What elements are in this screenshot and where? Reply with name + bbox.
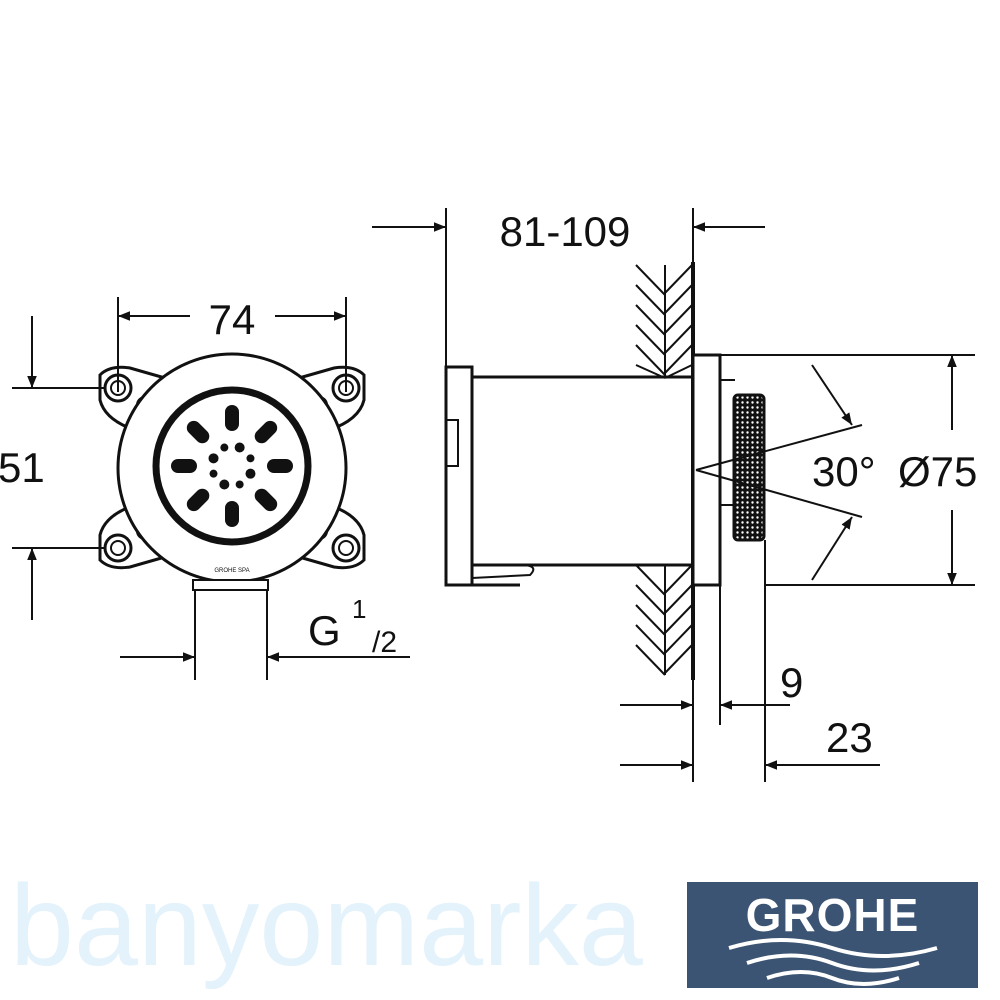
nozzle-dot [208, 453, 219, 464]
flange-dimension-label: 9 [780, 659, 803, 706]
nozzle-dot [219, 479, 230, 490]
nozzle-dot [235, 480, 244, 489]
thread-denominator: /2 [372, 626, 397, 659]
hatch-line [664, 284, 693, 314]
hatch-line [635, 584, 666, 616]
width-dimension-label: 74 [209, 296, 256, 343]
hatch-line [635, 304, 666, 336]
hatch-line [635, 324, 666, 356]
logo-waves-icon [728, 938, 938, 986]
angle-dimension-label: 30° [812, 448, 876, 495]
hatch-line [664, 324, 693, 354]
nozzle-dot [246, 454, 255, 463]
nozzle-slot [186, 488, 210, 512]
nozzle-slot [186, 420, 210, 444]
thread-prefix-label: G [308, 607, 341, 654]
plate-text: GROHE SPA [214, 568, 249, 574]
front-view [12, 297, 410, 680]
wall-hatch [635, 264, 693, 676]
thread-numerator: 1 [352, 594, 366, 624]
nozzle-slot [267, 459, 293, 473]
nozzle-slot [254, 488, 278, 512]
nozzle-dot [209, 469, 218, 478]
diameter-dimension-label: Ø75 [898, 448, 977, 495]
hatch-line [664, 304, 693, 334]
hatch-line [664, 604, 693, 634]
hatch-line [635, 624, 666, 656]
depth-dimension-label: 81-109 [500, 208, 631, 255]
hatch-line [635, 644, 666, 676]
spray-head [732, 393, 766, 542]
nozzle-slot [225, 405, 239, 431]
watermark: banyomarka [10, 862, 643, 990]
hatch-line [635, 564, 666, 596]
hatch-line [635, 284, 666, 316]
nozzle-dot [220, 443, 229, 452]
hatch-line [664, 344, 693, 374]
hatch-line [664, 644, 693, 674]
nozzle-slot [225, 501, 239, 527]
hatch-line [635, 264, 666, 296]
nozzle-slot [254, 420, 278, 444]
nozzle-dot [234, 442, 245, 453]
hatch-line [664, 264, 693, 294]
hatch-line [664, 624, 693, 654]
logo-text: GROHE [745, 889, 920, 941]
hatch-line [664, 564, 693, 594]
side-view [372, 208, 975, 782]
nozzle-dot [245, 468, 256, 479]
grohe-logo: GROHE [687, 882, 978, 988]
nozzle-slot [171, 459, 197, 473]
hatch-line [635, 604, 666, 636]
height-dimension-label: 51 [0, 444, 45, 491]
projection-dimension-label: 23 [826, 714, 873, 761]
hatch-line [664, 584, 693, 614]
hatch-line [635, 344, 666, 376]
flange [691, 353, 722, 587]
spray-face-ring [152, 386, 312, 546]
spray-nozzles [171, 405, 293, 527]
